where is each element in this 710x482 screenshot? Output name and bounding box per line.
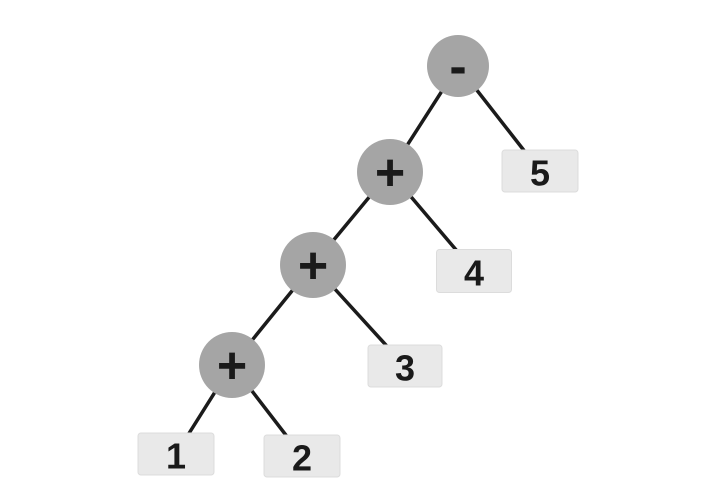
- operator-circle: [427, 35, 489, 97]
- operand-box: [367, 344, 443, 388]
- node-label: +: [298, 237, 328, 295]
- tree-node-leaf-4: 4: [436, 249, 512, 294]
- node-label: +: [217, 337, 247, 395]
- tree-node-leaf-1: 1: [137, 432, 215, 477]
- node-label: -: [449, 38, 466, 96]
- node-label: 5: [530, 153, 550, 194]
- tree-node-leaf-2: 2: [263, 434, 341, 479]
- tree-node-op-plus-1: +: [357, 139, 423, 205]
- operand-box: [137, 432, 215, 476]
- operand-box: [436, 249, 512, 293]
- tree-node-op-plus-2: +: [280, 232, 346, 298]
- node-label: 2: [292, 438, 312, 479]
- operand-box: [263, 434, 341, 478]
- tree-node-op-plus-3: +: [199, 332, 265, 398]
- tree-node-leaf-3: 3: [367, 344, 443, 389]
- node-label: 3: [395, 348, 415, 389]
- operator-circle: [357, 139, 423, 205]
- node-label: +: [375, 144, 405, 202]
- tree-node-leaf-5: 5: [501, 149, 579, 194]
- operator-circle: [199, 332, 265, 398]
- tree-node-op-minus: -: [427, 35, 489, 97]
- operator-circle: [280, 232, 346, 298]
- node-label: 4: [464, 253, 484, 294]
- operand-box: [501, 149, 579, 193]
- node-label: 1: [166, 436, 186, 477]
